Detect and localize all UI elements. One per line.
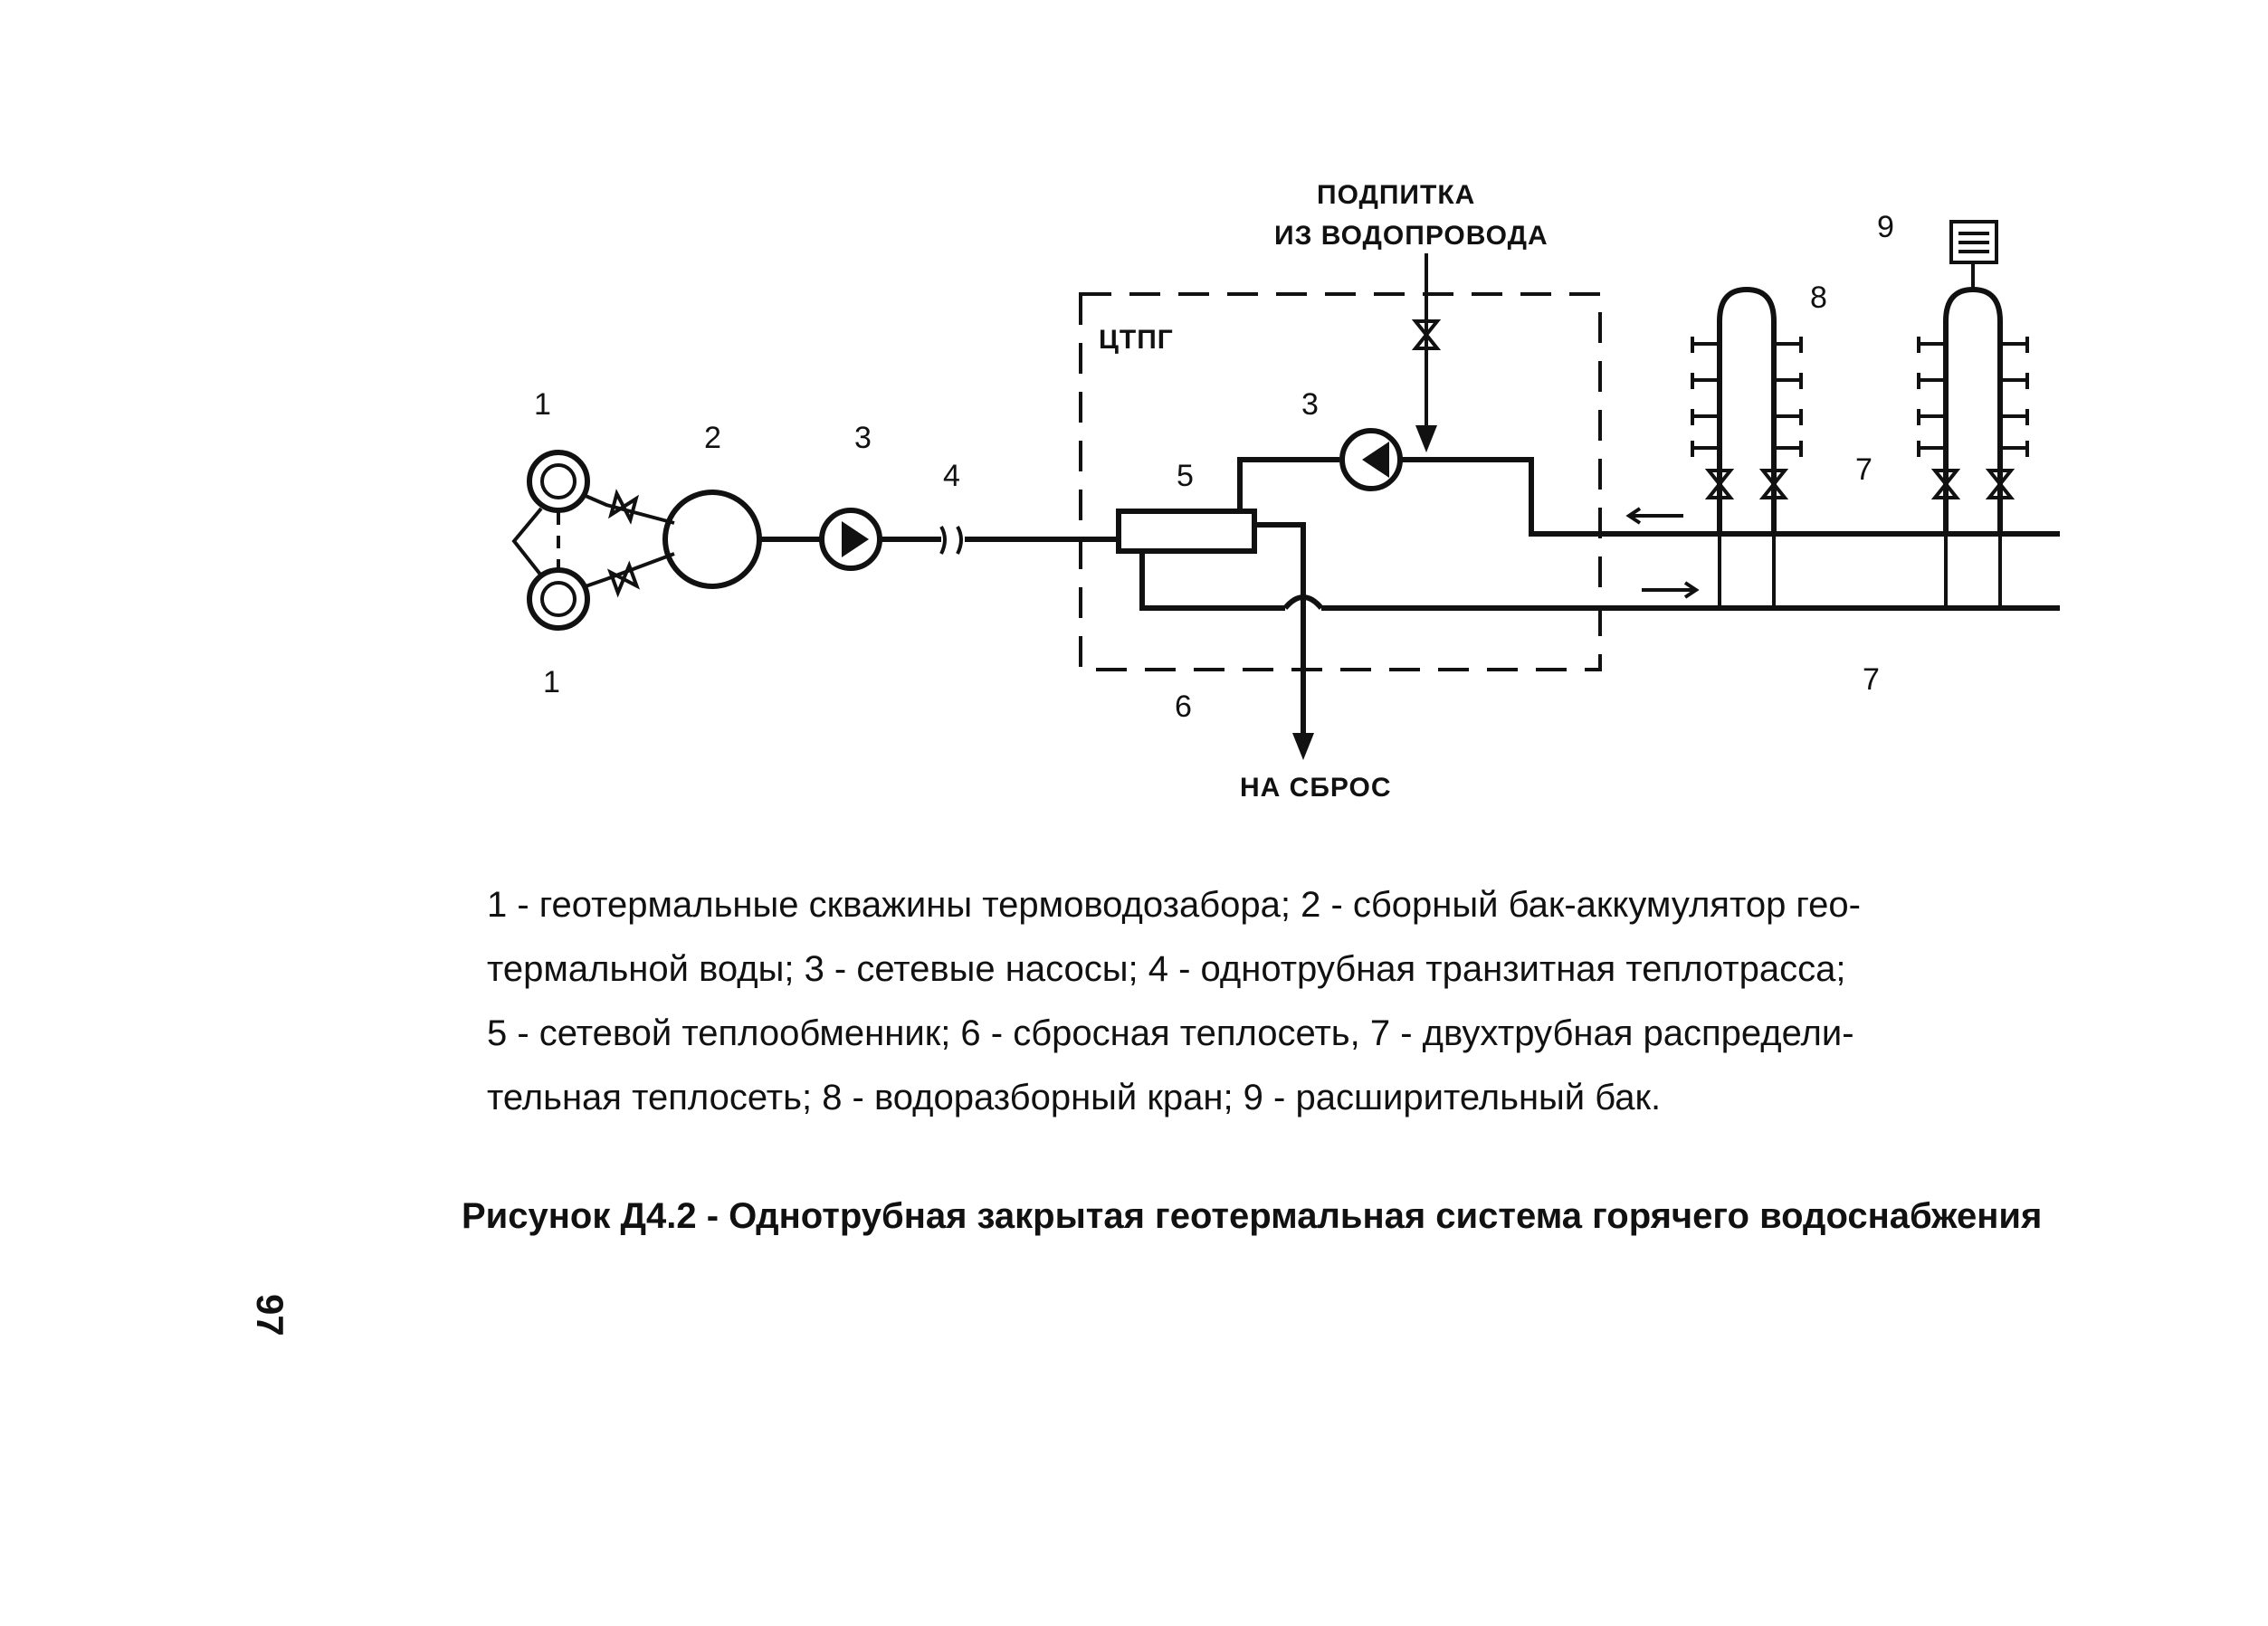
- valve-icon: [1411, 319, 1442, 350]
- tap-icon: [2000, 337, 2029, 353]
- legend-line: тельная теплосеть; 8 - водоразборный кра…: [487, 1078, 1662, 1117]
- tap-icon: [2000, 441, 2029, 457]
- legend-line: 1 - геотермальные скважины термоводозабо…: [487, 885, 1861, 925]
- pipe-crossover-hump: [1282, 594, 1324, 611]
- label-8: 8: [1810, 281, 1827, 315]
- pipe-break-symbol: [939, 526, 963, 555]
- ctpg-label: ЦТПГ: [1099, 325, 1174, 355]
- label-1-top: 1: [534, 387, 551, 422]
- tap-icon: [1917, 373, 1946, 389]
- tap-icon: [1691, 337, 1720, 353]
- label-6: 6: [1175, 689, 1192, 724]
- exchanger-return-pipe: [1254, 522, 1306, 608]
- valve-icon: [606, 560, 641, 598]
- tap-icon: [1691, 409, 1720, 425]
- geothermal-well-bottom: [527, 567, 590, 631]
- exchanger-top-pipe: [1237, 457, 1339, 511]
- tap-icon: [1917, 441, 1946, 457]
- discharge-label: НА СБРОС: [1240, 773, 1392, 803]
- valve-icon: [608, 489, 639, 525]
- makeup-arrow-icon: [1415, 425, 1437, 452]
- flow-arrow-right-icon: [1642, 581, 1700, 599]
- exchanger-bottom-pipe: [1139, 551, 1285, 611]
- tap-icon: [1774, 337, 1803, 353]
- tap-icon: [2000, 409, 2029, 425]
- label-1-bottom: 1: [543, 665, 560, 699]
- makeup-label-line2: ИЗ ВОДОПРОВОДА: [1274, 221, 1549, 251]
- makeup-label-line1: ПОДПИТКА: [1317, 180, 1475, 210]
- label-5: 5: [1177, 459, 1194, 493]
- pump-icon: [1339, 428, 1403, 491]
- valve-icon: [1758, 469, 1789, 499]
- valve-icon: [1930, 469, 1961, 499]
- valve-icon: [1985, 469, 2015, 499]
- riser-left: [1691, 286, 1803, 608]
- label-2: 2: [704, 421, 721, 455]
- tap-icon: [1917, 409, 1946, 425]
- legend: 1 - геотермальные скважины термоводозабо…: [487, 873, 2025, 1130]
- label-3-left: 3: [854, 421, 872, 455]
- label-9: 9: [1877, 210, 1894, 244]
- tap-icon: [1917, 337, 1946, 353]
- expansion-tank: [1949, 220, 1998, 290]
- tap-icon: [1774, 373, 1803, 389]
- heat-exchanger: [1116, 509, 1257, 554]
- tap-icon: [1774, 409, 1803, 425]
- riser-right: [1917, 286, 2029, 608]
- legend-line: 5 - сетевой теплообменник; 6 - сбросная …: [487, 1013, 1854, 1053]
- tap-icon: [2000, 373, 2029, 389]
- well-top-pipe: [585, 494, 675, 525]
- label-4: 4: [943, 459, 960, 493]
- discharge-arrow-icon: [1292, 733, 1314, 760]
- valve-icon: [1704, 469, 1735, 499]
- legend-line: термальной воды; 3 - сетевые насосы; 4 -…: [487, 949, 1846, 989]
- storage-tank: [662, 490, 762, 589]
- well-side-link: [511, 507, 543, 577]
- geothermal-well-top: [527, 450, 590, 513]
- page-number: 97: [249, 1294, 291, 1336]
- pump-icon: [819, 508, 882, 571]
- tap-icon: [1691, 441, 1720, 457]
- tap-icon: [1691, 373, 1720, 389]
- figure-caption: Рисунок Д4.2 - Однотрубная закрытая геот…: [462, 1196, 2043, 1236]
- flow-arrow-left-icon: [1625, 507, 1683, 525]
- label-3-right: 3: [1301, 387, 1319, 422]
- label-7-lower: 7: [1863, 662, 1880, 697]
- ctpg-boundary: [1079, 292, 1602, 671]
- label-7-upper: 7: [1855, 452, 1873, 487]
- pump-outlet-pipe: [1400, 457, 2060, 537]
- tap-icon: [1774, 441, 1803, 457]
- well-bottom-pipe: [585, 552, 675, 588]
